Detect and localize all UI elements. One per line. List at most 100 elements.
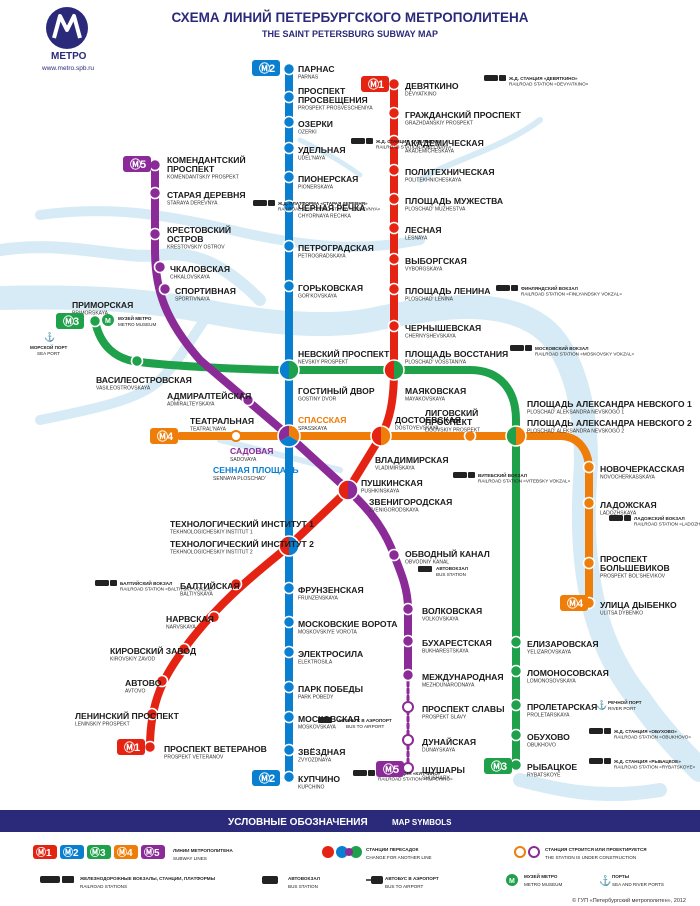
- station-marker[interactable]: [509, 698, 523, 712]
- transfer-marker[interactable]: [505, 425, 527, 447]
- transfer-marker[interactable]: [278, 359, 300, 381]
- station-marker[interactable]: [130, 354, 144, 368]
- transfer-2[interactable]: ДОСТОЕВСКАЯDOSTOYEVSKAYAВЛАДИМИРСКАЯVLAD…: [370, 415, 461, 472]
- station-marker[interactable]: [282, 710, 296, 724]
- station-marker[interactable]: [207, 610, 221, 624]
- station-marker[interactable]: [387, 319, 401, 333]
- station-marker[interactable]: [282, 770, 296, 784]
- station-marker[interactable]: [241, 393, 255, 407]
- station-marker[interactable]: [582, 496, 596, 510]
- station-marker[interactable]: [387, 192, 401, 206]
- station-marker[interactable]: [401, 668, 415, 682]
- station-marker[interactable]: [387, 221, 401, 235]
- station-marker[interactable]: [509, 728, 523, 742]
- transfer-5[interactable]: ТЕХНОЛОГИЧЕСКИЙ ИНСТИТУТ 1TEKHNOLOGICHES…: [170, 518, 314, 557]
- station-marker[interactable]: [230, 430, 242, 442]
- station-marker[interactable]: [401, 602, 415, 616]
- transfer-marker[interactable]: [278, 535, 300, 557]
- station-marker[interactable]: [387, 77, 401, 91]
- station-marker[interactable]: [463, 429, 477, 443]
- station-marker[interactable]: [148, 186, 162, 200]
- station-marker[interactable]: [402, 734, 414, 746]
- station-marker[interactable]: [582, 556, 596, 570]
- station-marker[interactable]: [387, 252, 401, 266]
- station-marker[interactable]: [282, 141, 296, 155]
- transfer-marker[interactable]: [370, 425, 392, 447]
- transfer-4[interactable]: ПУШКИНСКАЯPUSHKINSKAYAЗВЕНИГОРОДСКАЯZVEN…: [337, 478, 452, 514]
- station-marker[interactable]: [145, 707, 159, 721]
- station-marker[interactable]: [282, 743, 296, 757]
- station-marker[interactable]: [282, 680, 296, 694]
- station-marker[interactable]: [148, 227, 162, 241]
- station-marker[interactable]: [158, 282, 172, 296]
- station-marker[interactable]: [282, 581, 296, 595]
- station-marker[interactable]: [387, 282, 401, 296]
- station-marker[interactable]: [282, 615, 296, 629]
- station-marker[interactable]: [282, 645, 296, 659]
- station-marker[interactable]: [153, 260, 167, 274]
- station-marker[interactable]: [582, 460, 596, 474]
- station-marker[interactable]: [282, 62, 296, 76]
- station-marker[interactable]: [177, 642, 191, 656]
- station-marker[interactable]: [155, 674, 169, 688]
- station-marker[interactable]: [387, 134, 401, 148]
- station-marker[interactable]: [229, 577, 243, 591]
- station-marker[interactable]: [282, 279, 296, 293]
- station-marker[interactable]: [509, 758, 523, 772]
- station-marker[interactable]: [387, 163, 401, 177]
- transfer-marker[interactable]: [337, 479, 359, 501]
- station-marker[interactable]: [148, 158, 162, 172]
- transfer-marker[interactable]: [383, 359, 405, 381]
- station-marker[interactable]: [282, 199, 296, 213]
- station-marker[interactable]: [88, 314, 102, 328]
- station-marker[interactable]: [282, 239, 296, 253]
